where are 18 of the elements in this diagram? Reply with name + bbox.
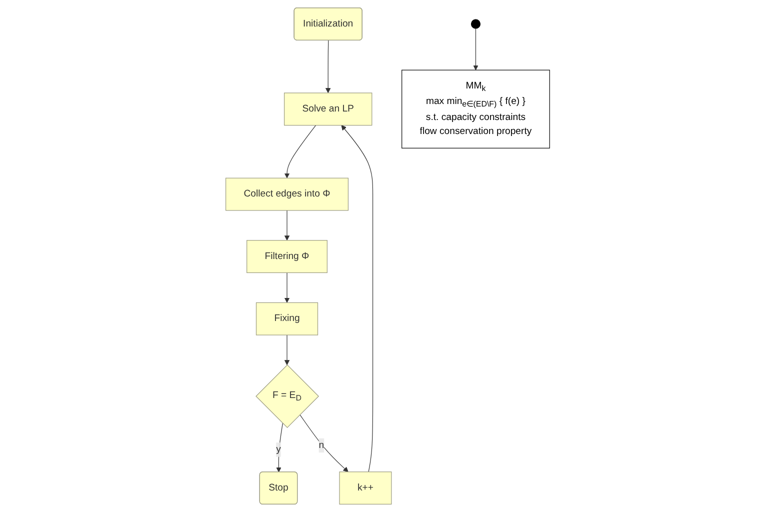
node-box: Fixing (256, 302, 318, 336)
arrow (342, 125, 374, 472)
node-box: Collect edges into Φ (226, 178, 349, 211)
arrow (473, 28, 479, 70)
arrow (276, 422, 284, 472)
arrow (284, 272, 290, 303)
edge-label: y (276, 444, 282, 454)
node-circle (471, 19, 481, 29)
node-box: Solve an LP (284, 92, 372, 126)
arrow (284, 334, 290, 366)
arrow (300, 414, 349, 472)
node-box: k++ (339, 472, 392, 504)
arrow (284, 124, 316, 178)
node-diamond: F = E$_{D}$ (256, 364, 320, 428)
node-box: Filtering Φ (246, 240, 328, 274)
arrow (326, 40, 331, 94)
arrow (284, 210, 290, 241)
edge-label: n (319, 440, 324, 450)
